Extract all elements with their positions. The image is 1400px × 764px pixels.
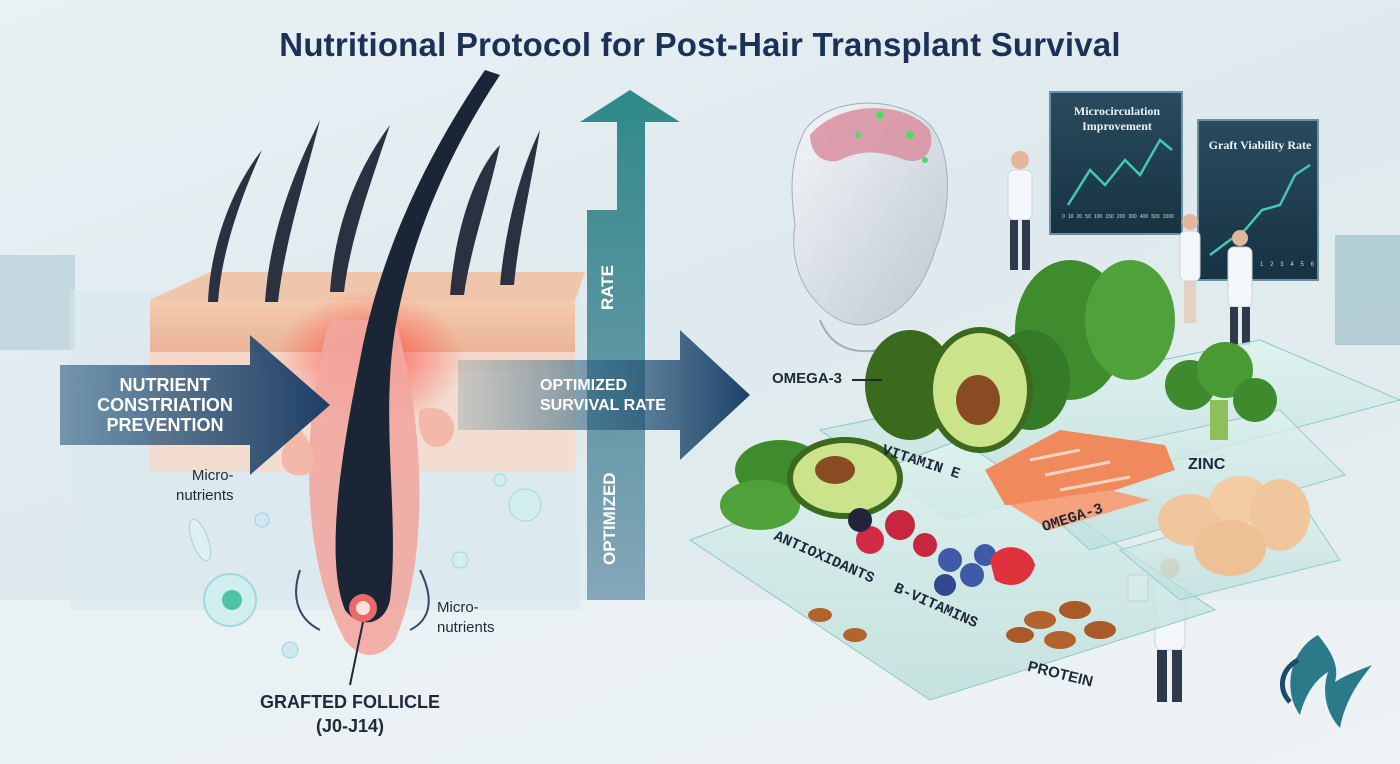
axis-tick: 4 xyxy=(1290,262,1294,268)
microcirculation-monitor xyxy=(1049,91,1183,235)
grafted-follicle-line1: GRAFTED FOLLICLE xyxy=(260,692,440,712)
grafted-follicle-label: GRAFTED FOLLICLE (J0-J14) xyxy=(240,690,460,738)
survival-arrow-label: OPTIMIZED SURVIVAL RATE xyxy=(540,376,690,416)
omega3-connector xyxy=(852,379,882,381)
axis-tick: 1000 xyxy=(1162,214,1174,220)
micronutrients-label-1-line2: nutrients xyxy=(176,487,234,504)
axis-tick: 5 xyxy=(1300,262,1304,268)
lab-screen xyxy=(1335,235,1400,345)
micronutrients-label-2-line1: Micro- xyxy=(437,599,479,616)
phoenix-logo-icon xyxy=(1280,635,1372,728)
monitor-left-title-line2: Improvement xyxy=(1082,119,1152,133)
horizontal-survival-arrow xyxy=(458,330,750,460)
axis-tick: 6 xyxy=(1310,262,1314,268)
survival-line-2: SURVIVAL RATE xyxy=(540,397,666,414)
axis-tick: 400 xyxy=(1139,214,1149,220)
axis-tick: 200 xyxy=(1116,214,1126,220)
micronutrients-label-1: Micro- nutrients xyxy=(176,466,234,506)
nutrient-arrow xyxy=(60,335,330,475)
micronutrients-label-2: Micro- nutrients xyxy=(437,598,495,638)
axis-tick: 3 xyxy=(1280,262,1284,268)
avocado-large xyxy=(865,327,1033,453)
almonds xyxy=(808,601,1116,649)
follicle-diagram xyxy=(70,70,585,686)
axis-tick: 20 xyxy=(1076,214,1083,220)
head-icon xyxy=(791,102,948,353)
nutrient-line-3: PREVENTION xyxy=(106,415,224,435)
nutrient-line-2: CONSTRIATION xyxy=(97,395,233,415)
axis-tick: 100 xyxy=(1093,214,1103,220)
monitor-right-title: Graft Viability Rate xyxy=(1208,138,1312,152)
lab-table xyxy=(0,600,1400,764)
axis-tick: 300 xyxy=(1128,214,1137,220)
lab-window xyxy=(0,255,75,350)
survival-line-1: OPTIMIZED xyxy=(540,377,628,394)
berries xyxy=(848,508,1035,596)
monitor-left-title: Microcirculation Improvement xyxy=(1058,104,1176,134)
micronutrients-label-1-line1: Micro- xyxy=(191,467,234,484)
avocado-small xyxy=(787,437,903,519)
zinc-label: ZINC xyxy=(1188,456,1226,473)
doctor-figure-1 xyxy=(1007,151,1033,270)
page-title: Nutritional Protocol for Post-Hair Trans… xyxy=(279,26,1121,63)
axis-tick: 1 xyxy=(1260,262,1264,268)
monitor-left-title-line1: Microcirculation xyxy=(1073,104,1161,118)
graft-viability-monitor xyxy=(1197,119,1319,281)
broccoli xyxy=(1165,342,1277,440)
nutrient-line-1: NUTRIENT xyxy=(119,375,211,395)
axis-tick: 50 xyxy=(1085,214,1091,220)
doctor-figure-3 xyxy=(1227,230,1253,345)
eggs xyxy=(1158,476,1310,576)
grafted-follicle-line2: (J0-J14) xyxy=(315,716,385,736)
axis-tick: 150 xyxy=(1105,214,1114,220)
vertical-optimized-label: OPTIMIZED xyxy=(600,472,619,565)
monitor-left-axis: 0 10 20 50 100 150 200 300 400 500 1000 xyxy=(1062,214,1174,220)
doctor-figure-2 xyxy=(1179,214,1201,323)
axis-tick: 500 xyxy=(1151,214,1160,220)
omega3-top-label: OMEGA-3 xyxy=(772,370,843,387)
micronutrients-label-2-line2: nutrients xyxy=(437,619,495,636)
nutrient-arrow-label: NUTRIENT CONSTRIATION PREVENTION xyxy=(70,375,260,435)
monitor-right-axis: 1 2 3 4 5 6 xyxy=(1260,262,1314,268)
vertical-rate-arrow xyxy=(580,90,680,600)
axis-tick: 0 xyxy=(1062,214,1065,220)
salmon xyxy=(985,430,1175,530)
axis-tick: 2 xyxy=(1270,262,1274,268)
vertical-rate-label: RATE xyxy=(598,264,617,310)
axis-tick: 10 xyxy=(1067,214,1074,220)
